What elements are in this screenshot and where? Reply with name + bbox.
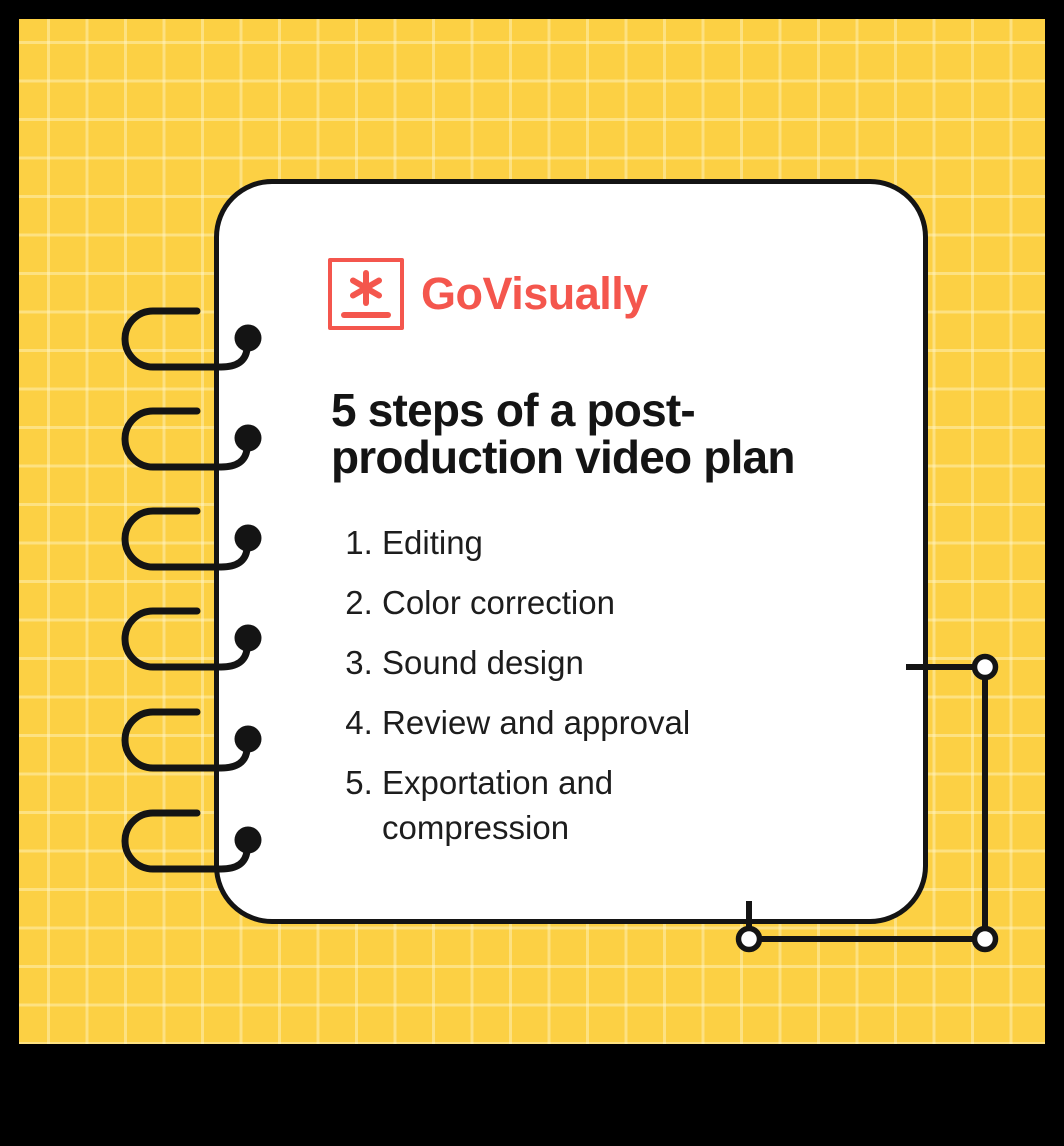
asterisk-icon: [341, 270, 391, 318]
title-line-2: production video plan: [331, 431, 795, 483]
page-title: 5 steps of a post- production video plan: [331, 387, 891, 481]
brand-wordmark: GoVisually: [421, 268, 648, 319]
logo: GoVisually: [328, 258, 648, 330]
steps-list: Editing Color correction Sound design Re…: [332, 520, 772, 865]
title-line-1: 5 steps of a post-: [331, 384, 696, 436]
note-card: GoVisually 5 steps of a post- production…: [214, 179, 928, 924]
list-item: Color correction: [382, 580, 772, 625]
grid-background: GoVisually 5 steps of a post- production…: [19, 19, 1045, 1044]
list-item: Editing: [382, 520, 772, 565]
asterisk-logo-icon: [328, 258, 404, 330]
list-item: Sound design: [382, 640, 772, 685]
list-item: Review and approval: [382, 700, 772, 745]
list-item: Exportation and compression: [382, 760, 772, 850]
